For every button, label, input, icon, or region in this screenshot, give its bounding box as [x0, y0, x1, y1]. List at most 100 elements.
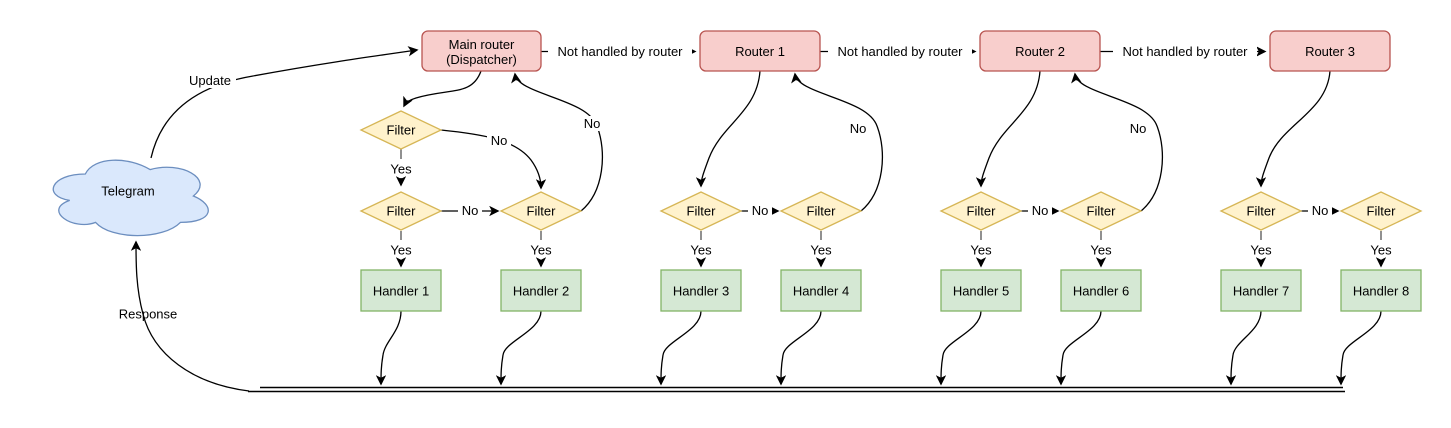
label-bg [458, 203, 482, 218]
yes-label: Yes [970, 243, 992, 258]
label-bg [1308, 203, 1332, 218]
edge-update [150, 46, 419, 159]
edge-router2-to-filter6 [975, 70, 1041, 188]
yes-label: Yes [690, 243, 712, 258]
handler6-label: Handler 6 [1073, 284, 1129, 299]
yes-label: Yes [1250, 243, 1272, 258]
yes-label: Yes [810, 243, 832, 258]
router3-node: Router 3 [1269, 30, 1391, 72]
handler6-box [1060, 269, 1142, 312]
filter-label: Filter [807, 204, 837, 219]
edge-handler7-response [1225, 310, 1262, 386]
handler4-label: Handler 4 [793, 284, 849, 299]
handler4-box [780, 269, 862, 312]
filter-diamond [659, 191, 743, 231]
handler-response-edges [375, 310, 1382, 386]
yes-connectors [395, 149, 1387, 268]
handler3-box [660, 269, 742, 312]
no-label: No [850, 121, 867, 136]
no-label: No [1130, 121, 1147, 136]
filter-diamond [359, 110, 443, 150]
no-label: No [491, 133, 508, 148]
filter-label: Filter [687, 204, 717, 219]
not-handled-label-1: Not handled by router [557, 44, 683, 59]
handler7-box [1220, 269, 1302, 312]
filter-diamond [779, 191, 863, 231]
edge-handler3-response [655, 310, 702, 386]
label-bg [1126, 121, 1150, 136]
yes-label: Yes [1370, 243, 1392, 258]
filter-diamond [1059, 191, 1143, 231]
edge-labels: Update Response Not handled by router No… [119, 43, 1392, 322]
edge-handler8-response [1335, 310, 1382, 386]
filter-label: Filter [1087, 204, 1117, 219]
router1-label: Router 1 [735, 44, 785, 59]
router1-box [699, 30, 821, 72]
no-label: No [1312, 203, 1329, 218]
edge-dispatcher-to-filter1 [403, 70, 482, 108]
handler1-box [360, 269, 442, 312]
response-label: Response [119, 307, 178, 322]
no-label: No [1032, 203, 1049, 218]
no-label: No [752, 203, 769, 218]
yes-label: Yes [530, 243, 552, 258]
no-label: No [584, 116, 601, 131]
handler1-label: Handler 1 [373, 284, 429, 299]
yes-label: Yes [390, 162, 412, 177]
not-handled-label-3: Not handled by router [1122, 44, 1248, 59]
edge-filter7-no-return [1071, 72, 1163, 212]
no-label: No [462, 203, 479, 218]
edge-handler1-response [375, 310, 402, 386]
main-router-box [421, 30, 542, 72]
yes-label: Yes [1090, 243, 1112, 258]
label-bg [580, 116, 604, 131]
main-router-label-line2: (Dispatcher) [446, 52, 517, 67]
response-bus [248, 386, 1345, 393]
telegram-node: Telegram [52, 159, 209, 237]
router1-node: Router 1 [699, 30, 821, 72]
filter-label: Filter [387, 204, 417, 219]
router2-label: Router 2 [1015, 44, 1065, 59]
telegram-label: Telegram [101, 184, 154, 199]
update-label: Update [189, 73, 231, 88]
filter-diamond [499, 191, 583, 231]
yes-label: Yes [390, 243, 412, 258]
label-bg [846, 121, 870, 136]
label-bg [487, 133, 511, 148]
filter-diamond [359, 191, 443, 231]
router2-box [979, 30, 1101, 72]
edge-handler6-response [1055, 310, 1102, 386]
edge-router3-to-filter8 [1255, 70, 1331, 188]
router2-node: Router 2 [979, 30, 1101, 72]
edge-filter5-no-return [791, 72, 883, 212]
handler8-label: Handler 8 [1353, 284, 1409, 299]
edge-handler4-response [775, 310, 822, 386]
telegram-cloud [52, 159, 209, 237]
label-bg [184, 72, 236, 88]
handler5-box [940, 269, 1022, 312]
label-bg [1028, 203, 1052, 218]
handler5-label: Handler 5 [953, 284, 1009, 299]
filter-diamond [1219, 191, 1303, 231]
router3-box [1269, 30, 1391, 72]
router3-label: Router 3 [1305, 44, 1355, 59]
label-bg [548, 43, 692, 60]
filter-label: Filter [527, 204, 557, 219]
filter-label: Filter [1247, 204, 1277, 219]
edge-filter1-no-to-filter3 [440, 129, 547, 190]
filter-diamond [939, 191, 1023, 231]
main-router-label-line1: Main router [449, 37, 515, 52]
handler8-box [1340, 269, 1422, 312]
edge-handler2-response [495, 310, 542, 386]
label-bg [1113, 43, 1257, 60]
handler3-label: Handler 3 [673, 284, 729, 299]
handler2-box [500, 269, 582, 312]
label-bg [748, 203, 772, 218]
filter-nodes: Filter Filter Filter Filter Filter Filte… [359, 110, 1423, 231]
edge-filter3-no-return [511, 72, 603, 212]
not-handled-label-2: Not handled by router [837, 44, 963, 59]
main-router-node: Main router (Dispatcher) [421, 30, 542, 72]
edge-response [130, 240, 250, 392]
label-bg [828, 43, 972, 60]
